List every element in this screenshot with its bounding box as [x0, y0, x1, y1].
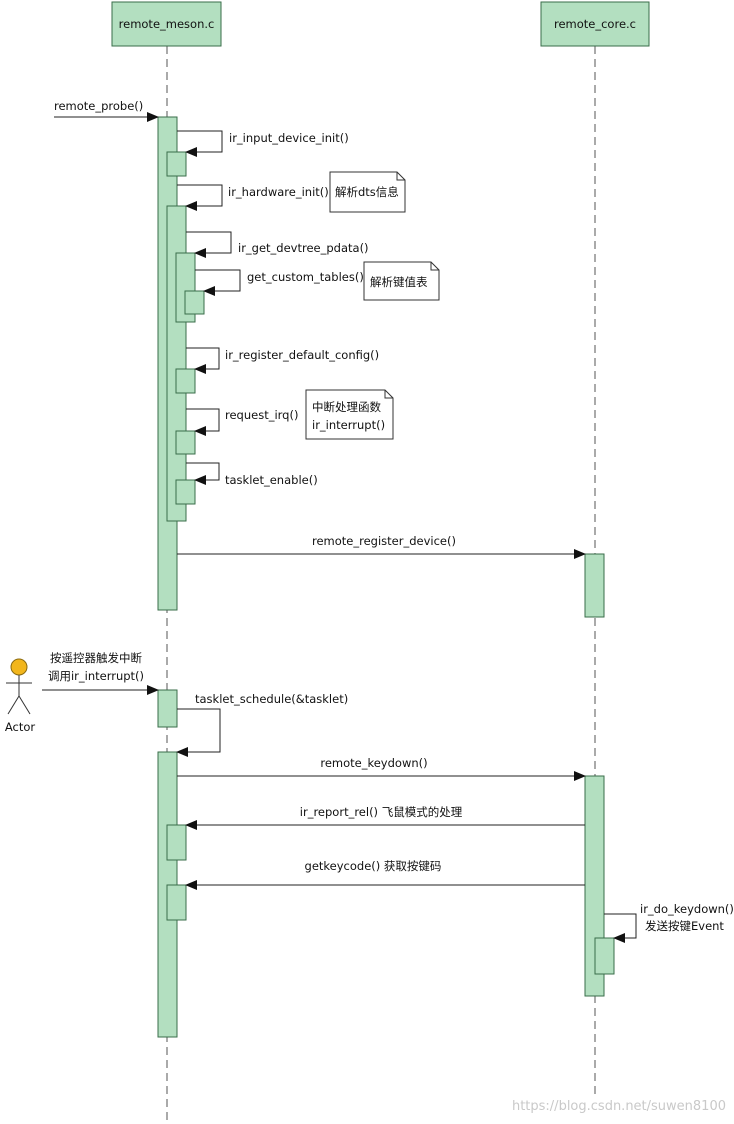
lifeline-header-core[interactable]	[540, 1, 650, 47]
svg-text:解析键值表: 解析键值表	[370, 275, 428, 289]
msg-ir-do-keydown[interactable]	[604, 913, 637, 943]
msg-tasklet-schedule[interactable]	[176, 708, 221, 757]
activation-getkeycode	[166, 884, 187, 921]
msg-get-custom-tables[interactable]	[195, 269, 241, 296]
activation-do-keydown	[594, 937, 615, 975]
msg-actor-trigger-label-2: 调用ir_interrupt()	[48, 669, 144, 683]
activation-request-irq	[175, 430, 196, 455]
svg-text:ir_interrupt(): ir_interrupt()	[312, 418, 385, 432]
activation-report-rel	[166, 824, 187, 861]
note-irq-handler: 中断处理函数 ir_interrupt()	[305, 389, 394, 440]
msg-actor-trigger-label-1: 按遥控器触发中断	[50, 651, 142, 665]
msg-input-device-init[interactable]	[177, 130, 223, 157]
msg-tasklet-schedule-label: tasklet_schedule(&tasklet)	[195, 692, 348, 706]
activation-register-device	[584, 553, 605, 618]
msg-hardware-init[interactable]	[177, 184, 223, 211]
msg-register-default-config-label: ir_register_default_config()	[225, 348, 379, 362]
activation-default-config	[175, 368, 196, 394]
msg-tasklet-enable-label: tasklet_enable()	[225, 473, 318, 487]
activation-custom-tables	[184, 290, 205, 315]
lifeline-title-meson: remote_meson.c	[119, 17, 215, 31]
note-parse-dts: 解析dts信息	[329, 171, 406, 213]
msg-register-default-config[interactable]	[186, 347, 220, 374]
msg-request-irq[interactable]	[186, 408, 220, 436]
msg-get-custom-tables-label: get_custom_tables()	[247, 270, 364, 284]
actor-figure[interactable]	[6, 658, 32, 715]
msg-tasklet-enable[interactable]	[186, 462, 220, 485]
msg-remote-keydown-label: remote_keydown()	[320, 756, 427, 770]
msg-remote-probe-label: remote_probe()	[54, 99, 143, 113]
msg-ir-report-rel-label: ir_report_rel() 飞鼠模式的处理	[300, 805, 463, 819]
watermark: https://blog.csdn.net/suwen8100	[512, 1099, 726, 1114]
lifeline-title-core: remote_core.c	[554, 17, 636, 31]
msg-ir-do-keydown-label-1: ir_do_keydown()	[640, 902, 734, 916]
actor-label: Actor	[5, 720, 36, 734]
svg-text:中断处理函数: 中断处理函数	[312, 400, 381, 414]
activation-tasklet-enable	[175, 479, 196, 505]
actor-head	[10, 658, 28, 676]
msg-get-devtree-pdata[interactable]	[186, 231, 232, 258]
msg-input-device-init-label: ir_input_device_init()	[229, 131, 349, 145]
svg-text:解析dts信息: 解析dts信息	[335, 185, 399, 199]
msg-remote-register-device-label: remote_register_device()	[312, 534, 456, 548]
activation-input-init	[166, 151, 187, 177]
activation-interrupt	[157, 689, 178, 728]
msg-get-devtree-pdata-label: ir_get_devtree_pdata()	[238, 241, 369, 255]
msg-request-irq-label: request_irq()	[225, 408, 298, 422]
msg-ir-do-keydown-label-2: 发送按键Event	[645, 919, 724, 933]
msg-hardware-init-label: ir_hardware_init()	[228, 185, 329, 199]
note-parse-key-table: 解析键值表	[363, 261, 440, 301]
msg-getkeycode-label: getkeycode() 获取按键码	[305, 859, 442, 873]
lifeline-header-meson[interactable]	[111, 1, 222, 47]
